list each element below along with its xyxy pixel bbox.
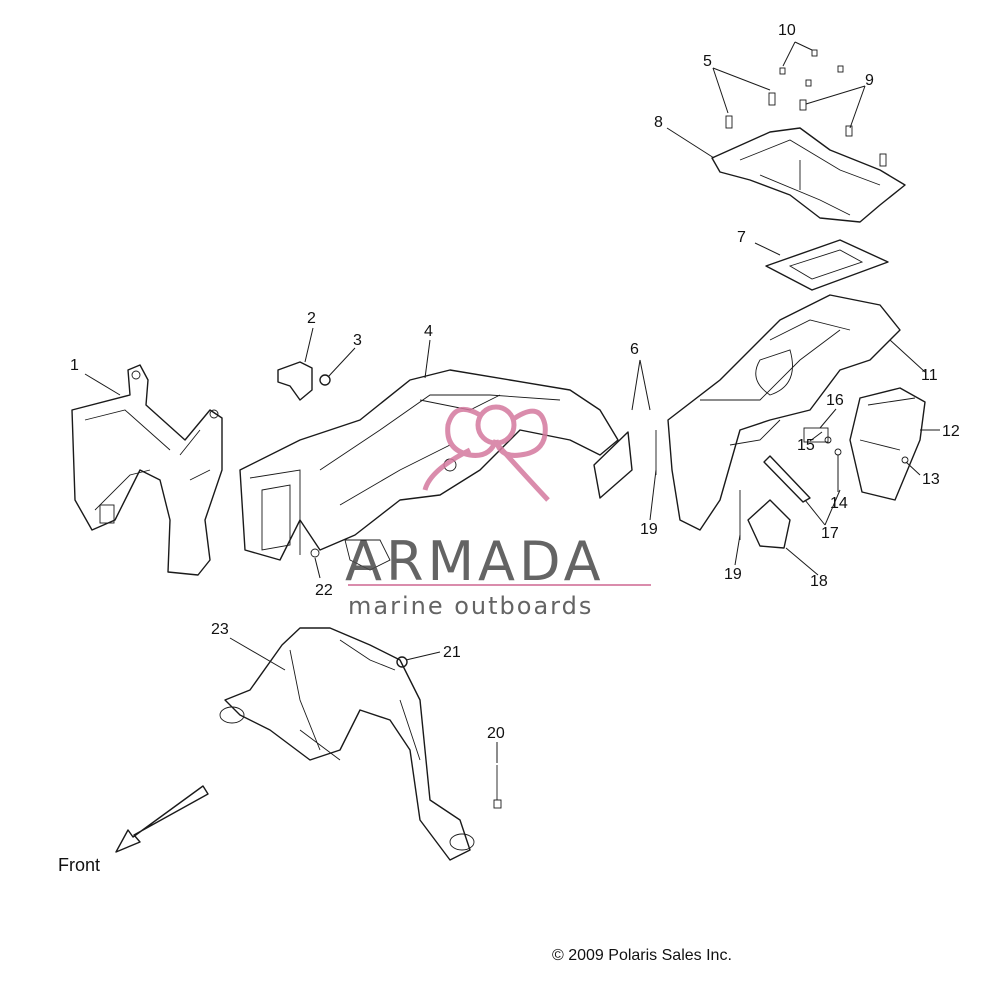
- part-2-bracket: [277, 361, 313, 401]
- part-20-bolt: [493, 765, 502, 809]
- callout-16: 16: [826, 392, 844, 409]
- callout-9: 9: [865, 72, 874, 89]
- callout-7: 7: [737, 229, 746, 246]
- watermark: ARMADA marine outboards: [345, 404, 651, 620]
- copyright-text: © 2009 Polaris Sales Inc.: [552, 947, 732, 964]
- callout-21: 21: [443, 644, 461, 661]
- bolts-5-9-10: [725, 49, 887, 167]
- front-label: Front: [58, 855, 100, 875]
- part-8-top-plate: [711, 127, 906, 223]
- part-7-pad: [765, 239, 889, 291]
- callout-5: 5: [703, 53, 712, 70]
- leader-lines: [84, 41, 940, 763]
- part-11-rear-frame: [667, 294, 901, 531]
- part-23-subframe: [219, 627, 475, 861]
- watermark-tagline: marine outboards: [348, 592, 593, 620]
- callout-2: 2: [307, 310, 316, 327]
- part-16-bracket: [803, 427, 829, 443]
- callout-1: 1: [70, 357, 79, 374]
- callout-18: 18: [810, 573, 828, 590]
- watermark-logo: [422, 404, 550, 502]
- callout-8: 8: [654, 114, 663, 131]
- callout-20: 20: [487, 725, 505, 742]
- part-12-cover: [849, 387, 926, 501]
- callout-17: 17: [821, 525, 839, 542]
- callout-3: 3: [353, 332, 362, 349]
- part-13-bolt: [901, 456, 909, 464]
- callout-14: 14: [830, 495, 848, 512]
- callout-11: 11: [921, 367, 938, 384]
- callout-12: 12: [942, 423, 960, 440]
- part-14-bolt: [834, 448, 842, 456]
- callout-6: 6: [630, 341, 639, 358]
- callout-4: 4: [424, 323, 433, 340]
- part-21-nut: [396, 656, 408, 668]
- callout-23: 23: [211, 621, 229, 638]
- callout-13: 13: [922, 471, 940, 488]
- part-4-main-frame: [239, 369, 619, 571]
- part-3-nut: [319, 374, 331, 386]
- callout-15: 15: [797, 437, 815, 454]
- part-22-bolt: [310, 548, 320, 558]
- watermark-brand: ARMADA: [345, 530, 605, 593]
- part-15-washer: [824, 436, 832, 444]
- part-1-front-bracket: [71, 364, 223, 576]
- watermark-underline: [348, 584, 651, 586]
- front-arrow: Front: [58, 785, 209, 875]
- callout-10: 10: [778, 22, 796, 39]
- part-19-bolts: [593, 430, 741, 540]
- callout-labels: 1 2 3 4 5 6 7 8 9 10 11 12 13 14 15 16 1…: [70, 22, 960, 742]
- part-18-plate: [747, 499, 791, 549]
- callout-22: 22: [315, 582, 333, 599]
- callout-19a: 19: [640, 521, 658, 538]
- part-17-pin: [763, 455, 811, 503]
- callout-19b: 19: [724, 566, 742, 583]
